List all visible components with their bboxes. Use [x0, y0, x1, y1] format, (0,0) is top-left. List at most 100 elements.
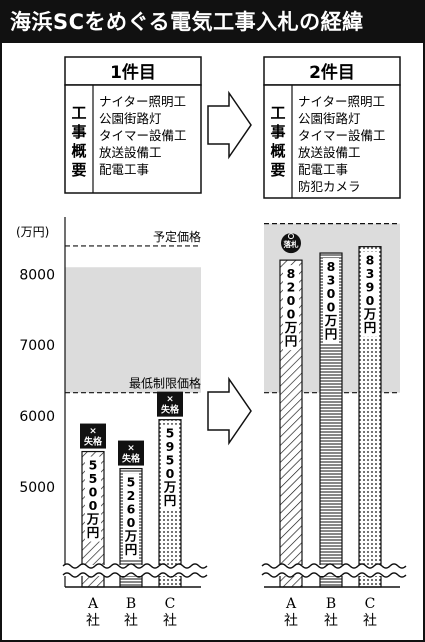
- case1-label-char: 事: [71, 123, 86, 141]
- category-label: 社: [124, 613, 138, 629]
- case2-item: 防犯カメラ: [298, 179, 361, 194]
- axis-breaks: [62, 563, 407, 588]
- bar-value-label: 0: [327, 286, 336, 301]
- axis-break-wave: [261, 572, 407, 578]
- category-label: A: [285, 596, 297, 612]
- y-tick-label: 8000: [19, 267, 55, 283]
- bar-value-label: 0: [366, 293, 375, 308]
- bar-value-label: 円: [325, 327, 338, 342]
- bar-value-label: 6: [127, 502, 136, 517]
- bar-value-label: 9: [166, 439, 175, 454]
- case1-header: 1件目: [110, 62, 156, 83]
- case2-header: 2件目: [309, 62, 355, 83]
- category-label: C: [165, 596, 176, 612]
- bar-value-label: 5: [166, 453, 175, 468]
- bar-label-bg: [362, 251, 378, 337]
- price-range-bands: [65, 223, 400, 393]
- category-label: A: [87, 596, 99, 612]
- bar-label-bg: [85, 456, 101, 542]
- case2-item: 公園街路灯: [298, 111, 361, 126]
- bar-value-label: 8: [287, 266, 296, 281]
- bar-value-label: 0: [89, 485, 98, 500]
- bar-value-label: 円: [164, 493, 177, 508]
- bar-value-label: 2: [287, 280, 296, 295]
- case1-label-char: 概: [71, 142, 86, 160]
- bar-value-label: 5: [89, 471, 98, 486]
- svg-text:×: ×: [127, 444, 135, 454]
- case2-header-box: [263, 56, 401, 86]
- svg-text:×: ×: [166, 395, 174, 405]
- axis-break-wave: [62, 572, 208, 578]
- bar-value-label: 0: [287, 293, 296, 308]
- bar-value-label: 8: [366, 253, 375, 268]
- bar-value-label: 円: [125, 542, 138, 557]
- disqualified-badge: [118, 440, 144, 466]
- category-label: 社: [284, 613, 298, 629]
- y-tick-label: 5000: [19, 480, 55, 496]
- category-label: B: [326, 596, 336, 612]
- bar-value-label: 2: [127, 488, 136, 503]
- bar-value-label: 0: [327, 300, 336, 315]
- axis-break-wave: [261, 563, 407, 569]
- winning-bid-label: 落札: [284, 239, 299, 249]
- bars: 5500万円×失格5260万円×失格5950万円×失格8200万円落札8300万…: [80, 233, 382, 588]
- bar-label-bg: [323, 258, 339, 344]
- bar-label-bg: [123, 473, 139, 559]
- category-label: 社: [363, 613, 377, 629]
- case1-outline-box: [64, 84, 202, 194]
- bar-value-label: 5: [166, 426, 175, 441]
- bar-value-label: 0: [287, 307, 296, 322]
- disqualified-label: 失格: [161, 404, 180, 416]
- case2-item: ナイター照明工: [298, 94, 385, 109]
- case1-label-char: 要: [71, 161, 86, 179]
- bar-label-bg: [162, 424, 178, 510]
- bar-value-label: 3: [327, 273, 336, 288]
- disqualified-label: 失格: [84, 436, 103, 448]
- bar-value-label: 万: [284, 320, 298, 335]
- bar-value-label: 0: [89, 498, 98, 513]
- page-title: 海浜SCをめぐる電気工事入札の経緯: [2, 2, 423, 43]
- category-label: B: [126, 596, 136, 612]
- category-label: 社: [163, 613, 177, 629]
- bar-label-bg: [283, 265, 299, 351]
- y-tick-label: 7000: [19, 338, 55, 354]
- case2-label-char: 要: [270, 161, 285, 179]
- case2-item: タイマー設備工: [298, 128, 386, 143]
- case1-item: 放送設備工: [99, 145, 162, 160]
- bar-value-label: 円: [364, 320, 377, 335]
- bar-value-label: 万: [363, 307, 377, 322]
- bar-value-label: 5: [127, 475, 136, 490]
- y-tick-label: 6000: [19, 409, 55, 425]
- case1-item: タイマー設備工: [99, 128, 187, 143]
- case2-label-char: 事: [270, 123, 285, 141]
- axis-break-wave: [62, 563, 208, 569]
- price-band: [65, 267, 201, 393]
- svg-text:×: ×: [89, 427, 97, 437]
- bar-value-label: 円: [285, 334, 298, 349]
- disqualified-label: 失格: [122, 453, 141, 465]
- y-axis-unit: (万円): [16, 225, 49, 239]
- case2-item: 配電工事: [298, 162, 348, 177]
- bar-value-label: 万: [86, 512, 100, 527]
- bar-value-label: 0: [166, 466, 175, 481]
- winning-bid-badge: [281, 233, 301, 254]
- case1-item: ナイター照明工: [99, 94, 186, 109]
- top-arrow: [207, 90, 252, 160]
- bar-value-label: 3: [366, 266, 375, 281]
- category-label: 社: [86, 613, 100, 629]
- middle-arrow: [207, 376, 252, 446]
- bar-value-label: 5: [89, 458, 98, 473]
- bar-value-label: 円: [87, 525, 100, 540]
- case1-item: 配電工事: [99, 162, 149, 177]
- y-axis: (万円) 5000 6000 7000 8000: [16, 217, 66, 587]
- case2-label-char: 概: [270, 142, 285, 160]
- case2-item: 放送設備工: [298, 145, 361, 160]
- bar-value-label: 8: [327, 259, 336, 274]
- category-label: 社: [324, 613, 338, 629]
